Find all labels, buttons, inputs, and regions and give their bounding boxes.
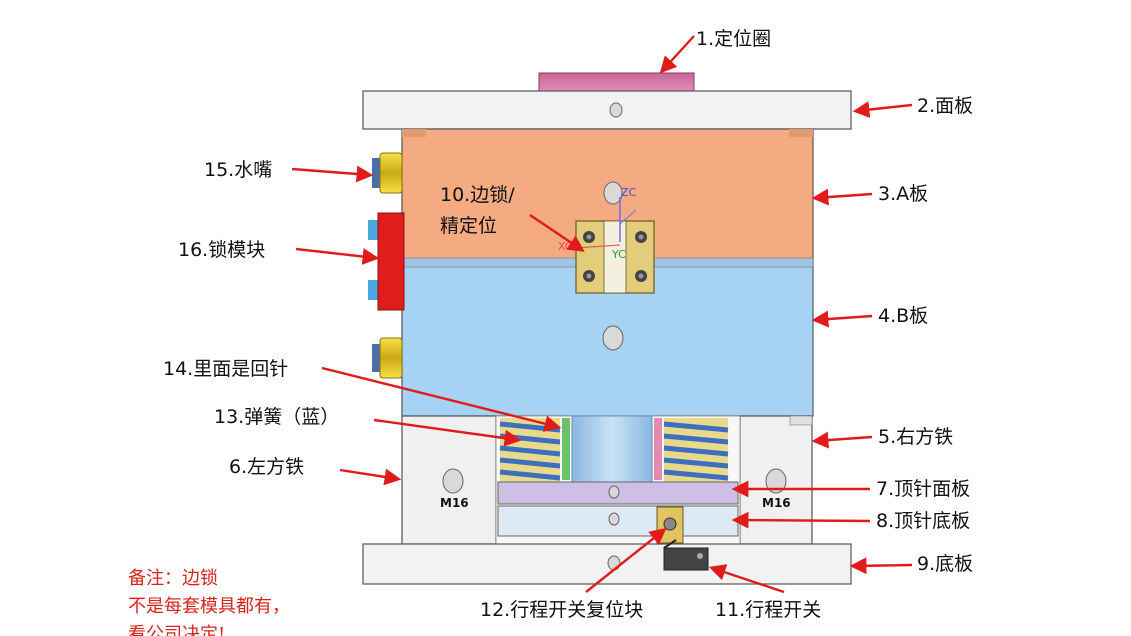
arrow-6 xyxy=(339,468,402,486)
arrow-9 xyxy=(849,557,913,575)
label-a-plate: 3.A板 xyxy=(878,183,928,205)
arrow-15 xyxy=(291,165,374,183)
spring-right xyxy=(663,418,729,482)
return-pin-left xyxy=(562,418,570,480)
retainer-hole xyxy=(608,485,620,499)
note-line-2: 不是每套模具都有， xyxy=(128,596,290,617)
arrow-13 xyxy=(373,418,522,447)
label-retainer-plate: 7.顶针面板 xyxy=(876,478,970,500)
arrow-10 xyxy=(529,214,585,252)
water-fitting-bottom xyxy=(372,337,403,379)
label-left-spacer: 6.左方铁 xyxy=(229,456,304,478)
label-limit-switch: 11.行程开关 xyxy=(715,599,821,621)
label-return-pin: 14.里面是回针 xyxy=(163,358,288,380)
b-plate-hole xyxy=(602,325,624,351)
arrow-11 xyxy=(708,564,785,594)
limit-switch xyxy=(663,539,709,571)
top-clamp-plate xyxy=(362,90,852,130)
center-shaft xyxy=(571,415,653,483)
limit-switch-reset-block xyxy=(656,506,684,544)
label-locating-ring: 1.定位圈 xyxy=(696,28,771,50)
right-spacer-notch xyxy=(789,415,813,426)
a-plate-hole xyxy=(603,181,623,205)
label-reset-block: 12.行程开关复位块 xyxy=(480,599,643,621)
arrow-14 xyxy=(321,366,562,432)
arrow-4 xyxy=(811,310,873,328)
arrow-8 xyxy=(731,511,871,529)
lock-block xyxy=(368,212,405,311)
top-plate-hole xyxy=(609,102,623,118)
note-line-1: 备注：边锁 xyxy=(128,568,218,589)
locating-ring xyxy=(538,72,695,93)
left-spacer-hole xyxy=(442,468,464,494)
water-fitting-top xyxy=(372,152,403,194)
bottom-clamp-plate xyxy=(362,543,852,585)
m16-left-label: M16 xyxy=(440,496,469,510)
a-plate-edge-left xyxy=(402,129,426,137)
spring-left xyxy=(499,418,561,482)
axis-zc-label: ZC xyxy=(621,186,637,199)
label-lock-block: 16.锁模块 xyxy=(178,239,265,261)
note-line-3: 看公司决定! xyxy=(128,624,225,636)
arrow-2 xyxy=(852,101,913,118)
label-b-plate: 4.B板 xyxy=(878,305,928,327)
label-right-spacer: 5.右方铁 xyxy=(878,426,953,448)
arrow-16 xyxy=(295,247,380,265)
side-lock xyxy=(574,197,655,294)
label-spring: 13.弹簧（蓝） xyxy=(214,406,339,428)
a-plate-edge-right xyxy=(789,129,813,137)
m16-right-label: M16 xyxy=(762,496,791,510)
right-spacer-hole xyxy=(765,468,787,494)
axis-yc-label: YC xyxy=(611,248,626,261)
label-side-lock-1: 10.边锁/ xyxy=(440,184,515,206)
arrow-1 xyxy=(659,35,695,74)
callout-arrows xyxy=(291,35,913,594)
return-pin-right xyxy=(654,418,662,480)
arrow-3 xyxy=(811,188,873,206)
arrow-5 xyxy=(811,431,873,449)
label-water-fitting: 15.水嘴 xyxy=(204,159,272,181)
label-side-lock-2: 精定位 xyxy=(440,215,497,237)
label-top-plate: 2.面板 xyxy=(917,95,973,117)
ejector-plate-hole xyxy=(608,512,620,526)
arrow-12 xyxy=(585,527,667,593)
label-ejector-plate: 8.顶针底板 xyxy=(876,510,970,532)
label-bottom-plate: 9.底板 xyxy=(917,553,973,575)
